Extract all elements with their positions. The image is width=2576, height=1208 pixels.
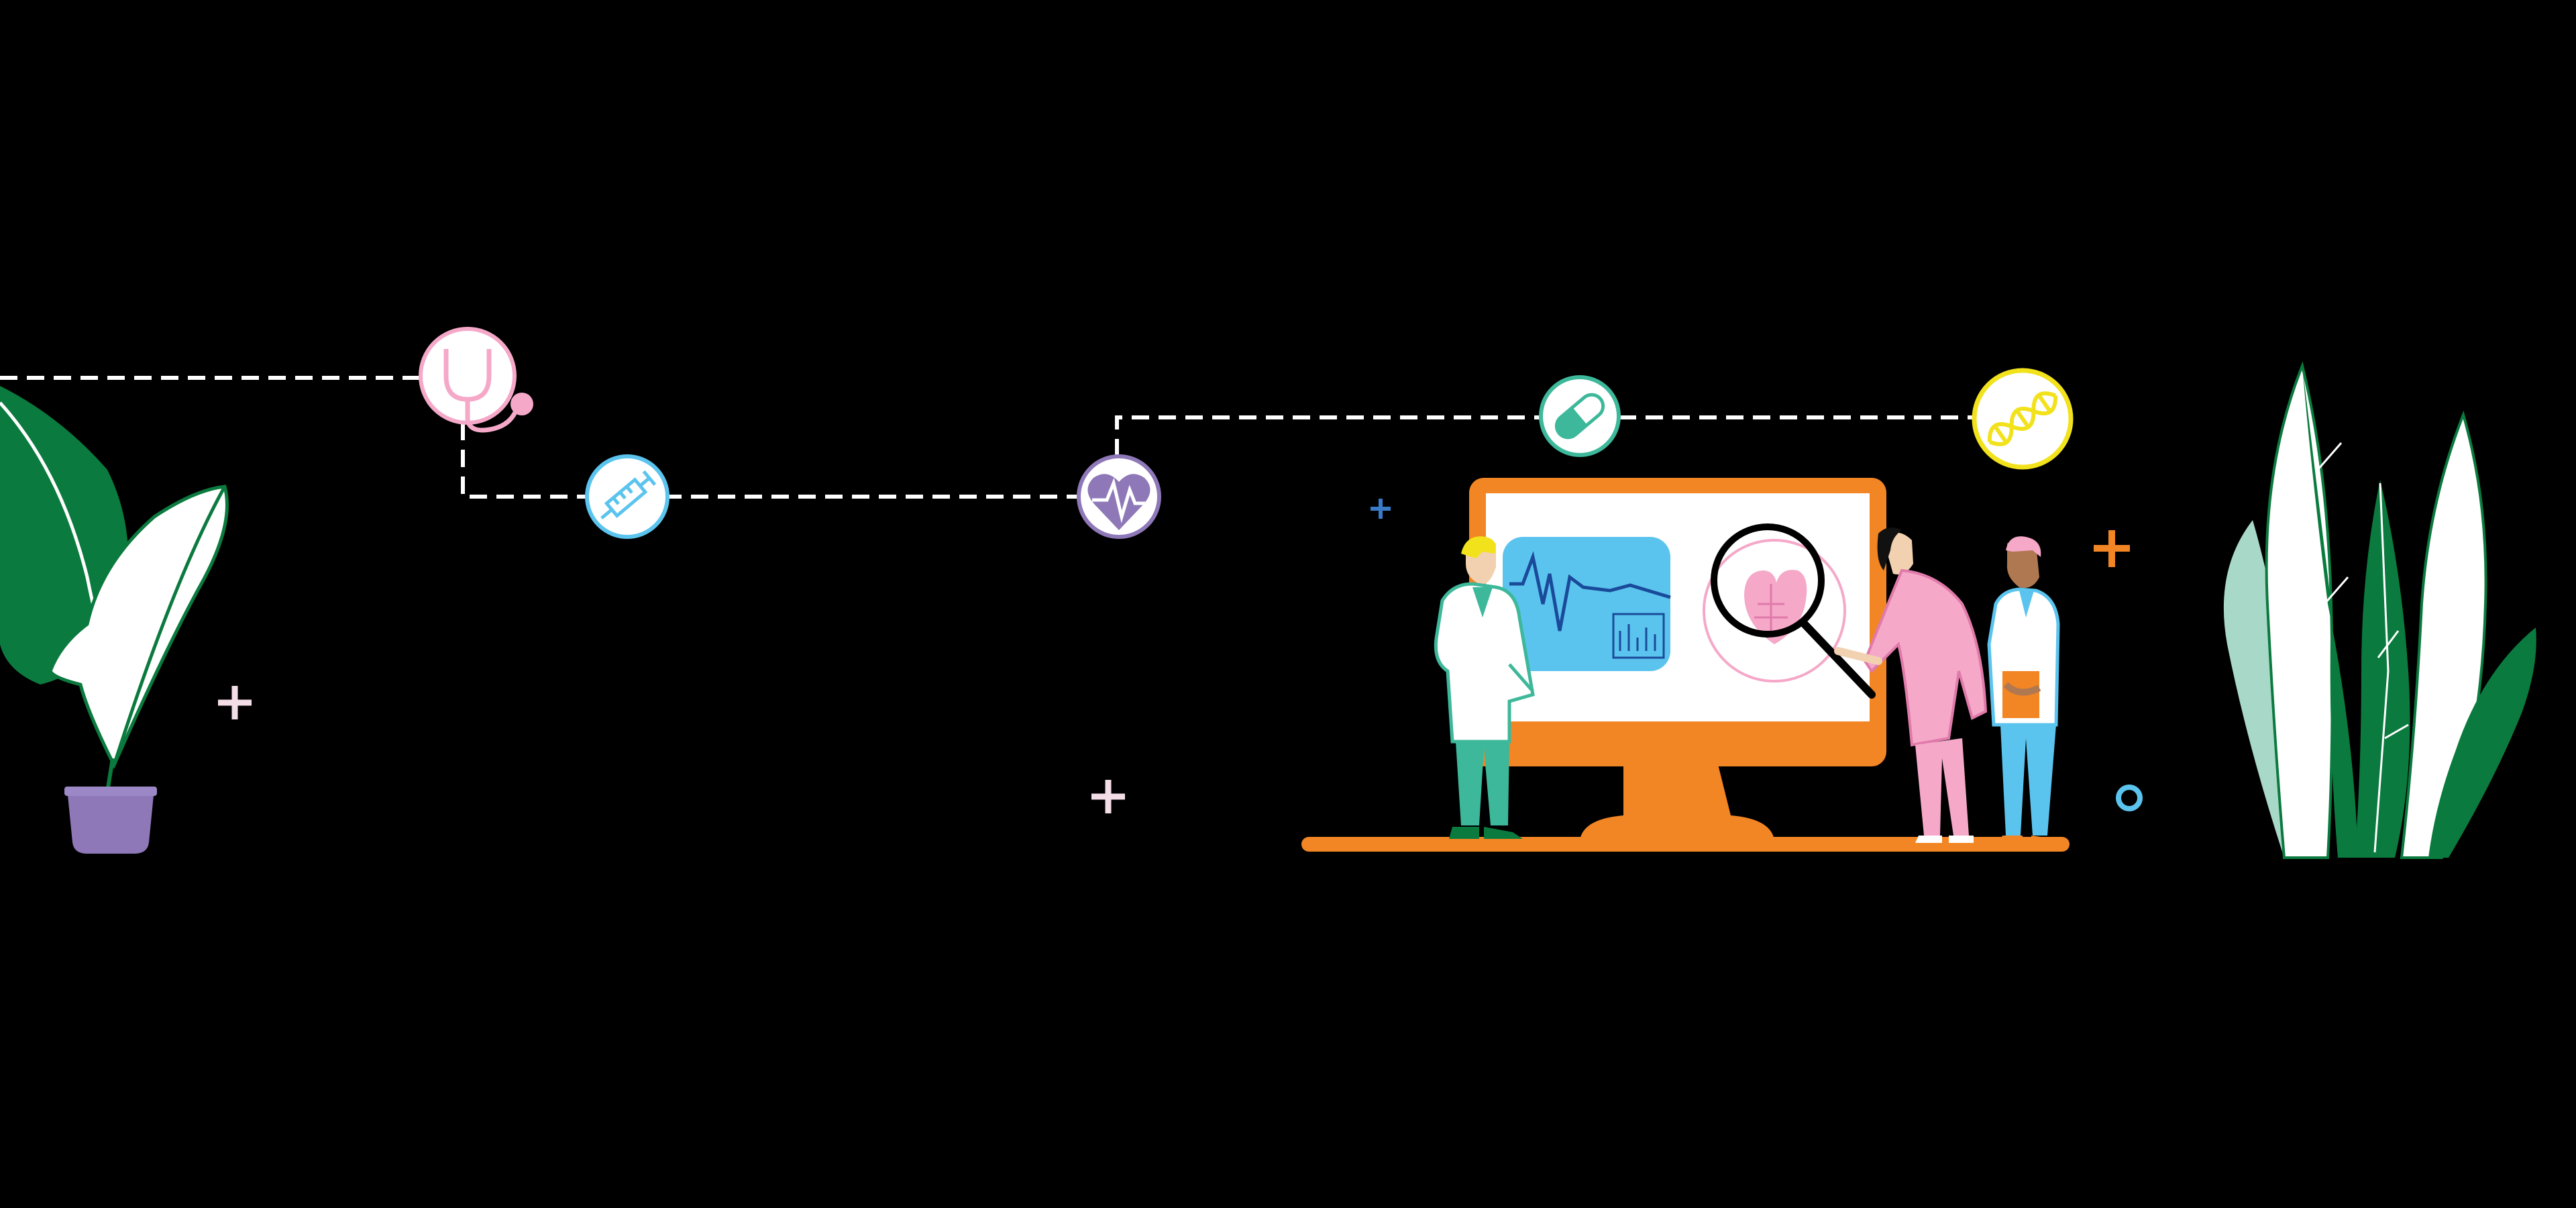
heart-rate-icon xyxy=(1077,454,1161,539)
doctor-magnifier xyxy=(1711,523,1988,843)
syringe-icon xyxy=(585,454,669,539)
dna-icon xyxy=(1972,368,2074,470)
monitor-with-ecg-and-heart xyxy=(1301,478,2070,852)
plus-decorations xyxy=(218,499,2143,813)
timeline-dashed-lines xyxy=(0,376,1976,499)
right-plant xyxy=(2223,361,2536,859)
doctor-left xyxy=(1434,536,1535,839)
potted-plant xyxy=(0,386,229,854)
pill-icon xyxy=(1539,375,1621,457)
doctor-right xyxy=(1987,536,2060,843)
stethoscope-icon xyxy=(419,327,533,433)
